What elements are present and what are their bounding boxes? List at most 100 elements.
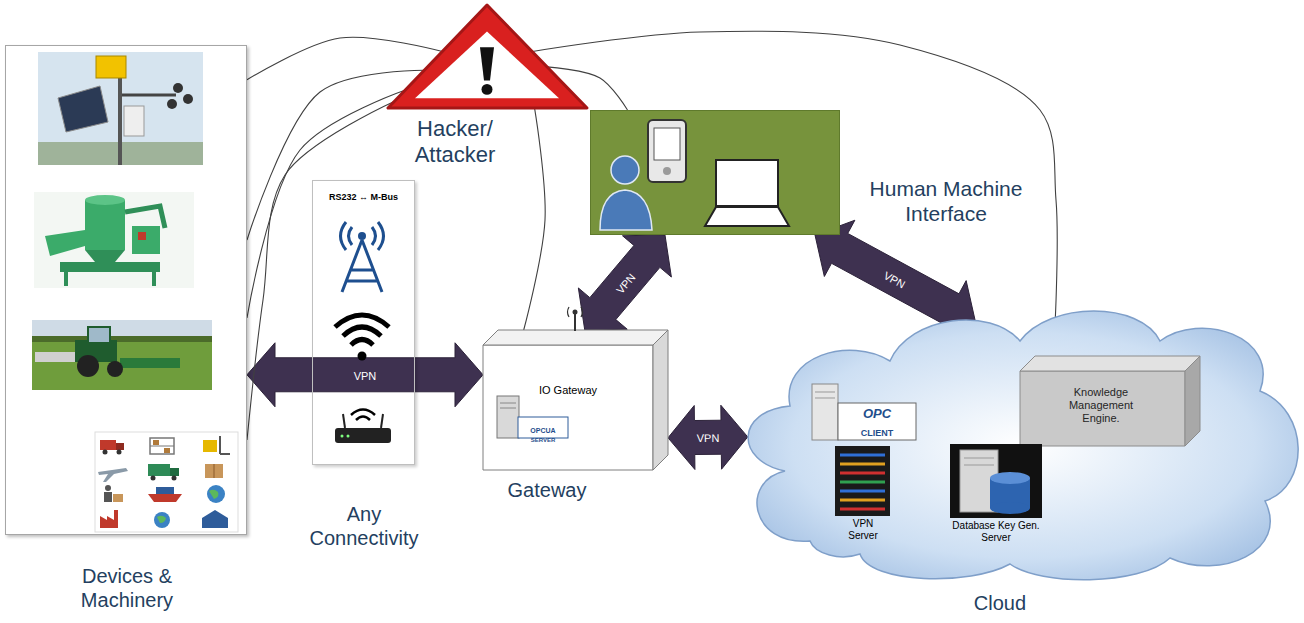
edge-label-slot: VPN	[352, 366, 379, 384]
node-heading: Hacker/ Attacker	[390, 116, 520, 169]
box-top	[1020, 356, 1200, 371]
weather-station-picture	[96, 56, 126, 78]
pda-icon	[654, 128, 680, 160]
tractor-picture	[107, 361, 123, 377]
router-icon	[335, 410, 391, 444]
opcua-server-icon	[500, 403, 516, 404]
logistics-icons	[104, 492, 112, 502]
vpn-arrow	[668, 405, 748, 469]
opc-client-icon	[815, 392, 835, 393]
router-icon	[347, 435, 350, 438]
text-slot: Human Machine Interface	[856, 176, 1036, 226]
box-front	[483, 345, 653, 470]
logistics-icons	[95, 432, 238, 532]
node-heading: Gateway	[508, 478, 587, 502]
vpn-server-picture	[840, 463, 885, 466]
feed-mixer-picture	[45, 230, 85, 256]
attack-line	[533, 31, 1058, 322]
logistics-icons	[154, 512, 170, 528]
node-text: RS232 ↔ M-Bus	[329, 192, 398, 203]
router-icon	[341, 435, 344, 438]
database-picture	[950, 444, 1042, 518]
icon-text: SERVER	[531, 437, 556, 444]
tractor-picture	[32, 320, 212, 342]
vpn-server-picture	[840, 454, 885, 457]
weather-station-picture	[167, 99, 177, 109]
feed-mixer-picture	[138, 232, 146, 240]
node-text: Database Key Gen. Server	[946, 520, 1046, 544]
connectivity-column: RS232 ↔ M-BusAny Connectivity	[312, 180, 415, 465]
logistics-icons	[153, 440, 159, 445]
attack-line	[524, 109, 545, 330]
feed-mixer-picture	[34, 192, 194, 288]
edge-label: VPN	[880, 268, 910, 292]
tractor-picture	[77, 355, 99, 377]
database-picture	[960, 450, 998, 512]
database-picture	[990, 502, 1030, 514]
tractor-picture	[35, 352, 75, 362]
logistics-icons	[98, 468, 128, 482]
logistics-icons	[203, 440, 217, 452]
weather-station-picture	[183, 94, 193, 104]
label-slot: OPC	[840, 404, 914, 422]
vpn-server-picture	[840, 481, 885, 484]
warning-triangle: Hacker/ Attacker	[385, 2, 590, 112]
laptop-icon	[716, 160, 778, 206]
weather-station-picture	[173, 83, 183, 93]
text-slot: VPN Server	[841, 518, 885, 543]
opcua-server-icon	[500, 408, 516, 409]
database-node: Database Key Gen. Server	[946, 444, 1050, 548]
node-text: VPN Server	[841, 518, 885, 542]
icon-text: CLIENT	[861, 429, 894, 439]
logistics-icons	[113, 494, 123, 502]
text-slot: Cloud	[940, 591, 1060, 615]
logistics-icons	[219, 436, 221, 454]
tractor-picture	[75, 340, 117, 362]
logistics-icons	[220, 453, 230, 455]
text-slot: Knowledge Management Engine.	[1055, 386, 1147, 426]
antenna-icon	[568, 307, 583, 317]
cell-tower-icon	[341, 222, 384, 250]
box-top	[483, 330, 668, 345]
attack-line	[247, 101, 395, 440]
logistics-icons	[148, 464, 170, 476]
logistics-icons	[100, 440, 116, 450]
text-slot: Database Key Gen. Server	[946, 520, 1046, 545]
user-icon	[600, 190, 652, 230]
icon-text: OPC	[863, 407, 891, 421]
text-slot: Any Connectivity	[299, 502, 429, 550]
database-picture	[990, 478, 1030, 508]
exclamation-mark	[480, 47, 494, 80]
opc-client-icon	[812, 384, 838, 440]
warning-outline	[388, 5, 587, 108]
router-icon	[351, 410, 375, 421]
exclamation-mark	[482, 84, 493, 95]
text-slot: RS232 ↔ M-Bus	[313, 186, 414, 204]
label-slot: OPCUA	[520, 419, 566, 437]
edge-label-slot: VPN	[879, 264, 911, 293]
node-heading: Any Connectivity	[299, 502, 429, 550]
edge-label: VPN	[352, 370, 379, 383]
laptop-icon	[705, 207, 789, 226]
attack-line	[247, 37, 442, 80]
vpn-server-picture	[840, 472, 885, 475]
opc-client-icon	[812, 384, 916, 440]
icon-text: OPCUA	[530, 427, 555, 435]
node-text: Knowledge Management Engine.	[1055, 386, 1147, 426]
opc-client-icon	[838, 403, 916, 440]
logistics-icons	[100, 510, 118, 528]
pda-icon	[648, 120, 686, 182]
engine-box: Knowledge Management Engine.	[1020, 356, 1200, 446]
vpn-server-picture	[840, 490, 885, 493]
node-text: IO Gateway	[539, 384, 597, 397]
node-heading: Devices & Machinery	[57, 564, 197, 612]
box-side	[1185, 356, 1200, 446]
database-picture	[990, 472, 1030, 484]
vpn-arrow	[578, 235, 671, 330]
router-icon	[343, 414, 345, 428]
logistics-icons	[170, 468, 179, 476]
cloud-outline	[748, 311, 1298, 580]
logistics-icons	[116, 443, 124, 450]
